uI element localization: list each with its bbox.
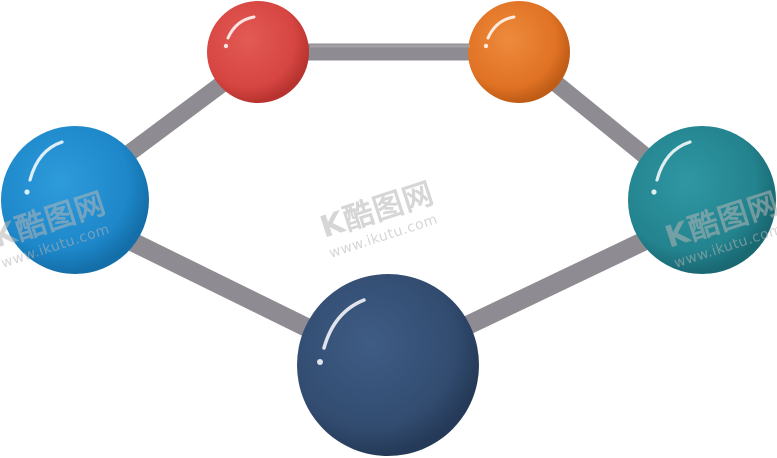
- atom-red: [207, 1, 309, 103]
- atom-blue: [1, 126, 149, 274]
- atom-navy: [297, 274, 479, 456]
- bond-blue-red: [111, 63, 247, 169]
- atom-teal: [628, 126, 776, 274]
- atom-orange: [468, 1, 570, 103]
